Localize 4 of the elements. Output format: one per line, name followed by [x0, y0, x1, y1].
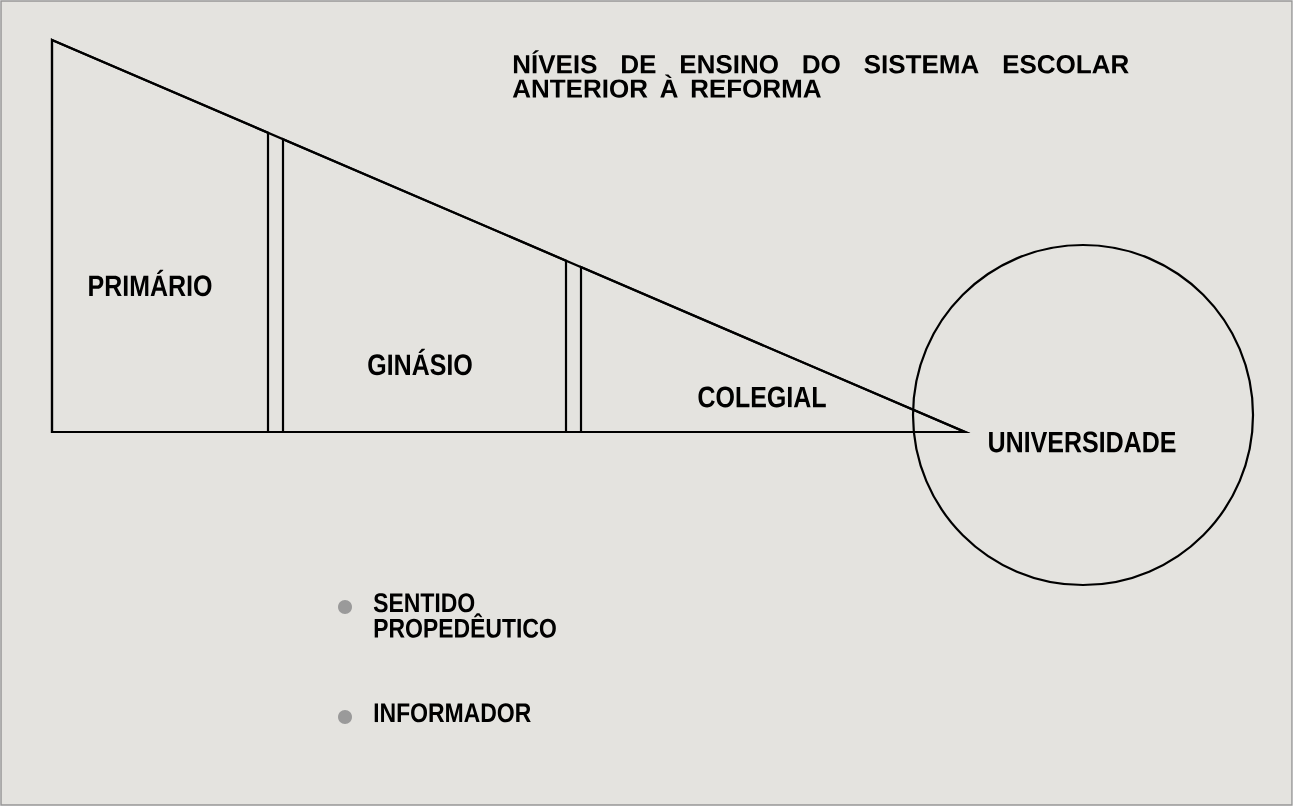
school-level-section: PRIMÁRIO: [50, 38, 270, 434]
legend-text: INFORMADOR: [374, 703, 531, 723]
title: NÍVEIS DE ENSINO DO SISTEMA ESCOLAR ANTERIOR À REFORMA: [512, 50, 1129, 98]
legend-text: SENTIDO PROPEDÊUTICO: [373, 593, 556, 638]
